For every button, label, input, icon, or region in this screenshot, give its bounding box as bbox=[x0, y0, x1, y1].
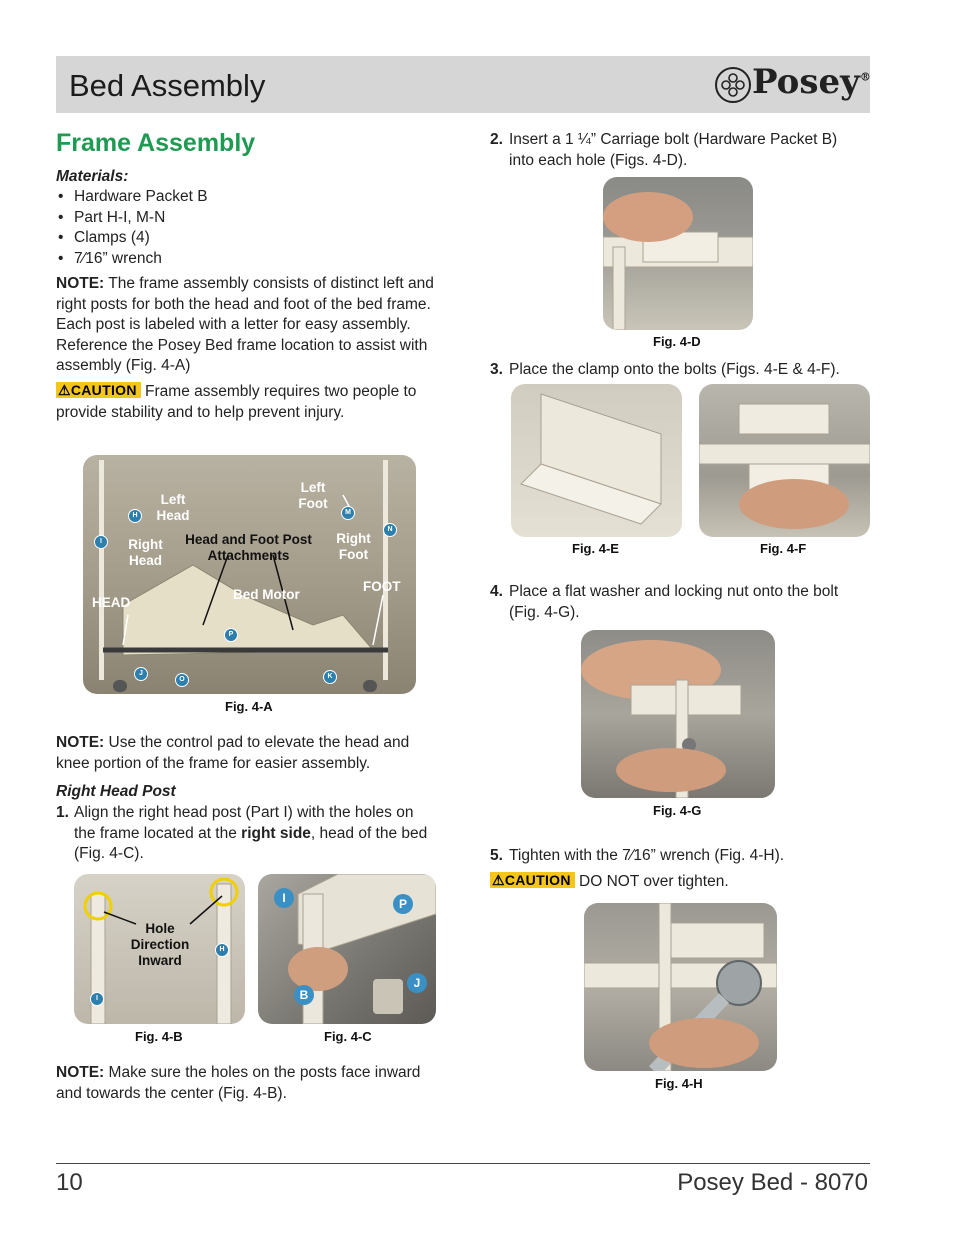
label-right-head: Right Head bbox=[128, 537, 163, 568]
list-item: 7⁄16” wrench bbox=[56, 249, 416, 270]
materials-list: Hardware Packet B Part H-I, M-N Clamps (… bbox=[56, 187, 416, 269]
product-name: Posey Bed - 8070 bbox=[677, 1169, 868, 1196]
marker-h: H bbox=[128, 509, 142, 523]
step-3: 3. Place the clamp onto the bolts (Figs.… bbox=[490, 361, 840, 378]
marker-k: K bbox=[323, 670, 337, 684]
label-bed-motor: Bed Motor bbox=[233, 587, 300, 602]
caption-fig-4d: Fig. 4-D bbox=[653, 334, 701, 349]
right-head-post-heading: Right Head Post bbox=[56, 783, 176, 800]
label-left-head: Left Head bbox=[156, 492, 190, 523]
list-item: Part H-I, M-N bbox=[56, 208, 416, 229]
label-right-foot: Right Foot bbox=[336, 531, 371, 562]
caption-fig-4a: Fig. 4-A bbox=[225, 699, 273, 714]
page-title: Bed Assembly bbox=[69, 68, 266, 103]
fig-4f-photo bbox=[699, 384, 870, 537]
marker-p: P bbox=[393, 894, 413, 914]
footer-divider bbox=[56, 1163, 870, 1164]
marker-m: M bbox=[341, 506, 355, 520]
section-title: Frame Assembly bbox=[56, 129, 256, 157]
fig-4e-photo bbox=[511, 384, 682, 537]
marker-p: P bbox=[224, 628, 238, 642]
marker-o: O bbox=[175, 673, 189, 687]
marker-i: I bbox=[90, 992, 104, 1006]
list-item: Clamps (4) bbox=[56, 228, 416, 249]
step-4: 4. Place a flat washer and locking nut o… bbox=[490, 583, 839, 621]
fig-4b-photo: Hole Direction Inward H I bbox=[74, 874, 245, 1024]
label-attachments: Head and Foot Post Attachments bbox=[185, 532, 312, 563]
fig-4h-photo bbox=[584, 903, 777, 1071]
note-frame-assembly: NOTE: The frame assembly consists of dis… bbox=[56, 275, 434, 374]
marker-j: J bbox=[407, 973, 427, 993]
page-number: 10 bbox=[56, 1169, 83, 1196]
label-left-foot: Left Foot bbox=[298, 480, 328, 511]
posey-logo-icon bbox=[715, 67, 751, 103]
step-5: 5. Tighten with the 7⁄16” wrench (Fig. 4… bbox=[490, 847, 785, 864]
label-head: HEAD bbox=[92, 595, 131, 610]
brand-logo: Posey® bbox=[752, 62, 871, 102]
fig-4c-photo: I P J B bbox=[258, 874, 436, 1024]
fig-4a-photo: Left Head Left Foot Right Head Right Foo… bbox=[83, 455, 416, 694]
fig-4g-photo bbox=[581, 630, 775, 798]
caution-over-tighten: ⚠CAUTION DO NOT over tighten. bbox=[490, 872, 729, 890]
step-1: 1. Align the right head post (Part I) wi… bbox=[56, 804, 428, 862]
step-2: 2. Insert a 1 ¼” Carriage bolt (Hardware… bbox=[490, 131, 838, 169]
header-bar bbox=[56, 56, 870, 113]
note-holes-inward: NOTE: Make sure the holes on the posts f… bbox=[56, 1064, 421, 1102]
caption-fig-4b: Fig. 4-B bbox=[135, 1029, 183, 1044]
caution-frame-assembly: ⚠CAUTION Frame assembly requires two peo… bbox=[56, 382, 417, 421]
label-hole-direction: Hole Direction Inward bbox=[130, 921, 190, 968]
caption-fig-4h: Fig. 4-H bbox=[655, 1076, 703, 1091]
label-foot: FOOT bbox=[363, 579, 401, 594]
marker-b: B bbox=[294, 985, 314, 1005]
caption-fig-4g: Fig. 4-G bbox=[653, 803, 702, 818]
caption-fig-4c: Fig. 4-C bbox=[324, 1029, 372, 1044]
marker-j: J bbox=[134, 667, 148, 681]
marker-n: N bbox=[383, 523, 397, 537]
caution-badge: ⚠CAUTION bbox=[56, 382, 141, 398]
caption-fig-4f: Fig. 4-F bbox=[760, 541, 807, 556]
fig-4d-photo bbox=[603, 177, 753, 330]
marker-i: I bbox=[274, 888, 294, 908]
list-item: Hardware Packet B bbox=[56, 187, 416, 208]
caption-fig-4e: Fig. 4-E bbox=[572, 541, 619, 556]
marker-h: H bbox=[215, 943, 229, 957]
materials-heading: Materials: bbox=[56, 168, 129, 185]
note-control-pad: NOTE: Use the control pad to elevate the… bbox=[56, 734, 410, 772]
caution-badge: ⚠CAUTION bbox=[490, 872, 575, 888]
marker-i: I bbox=[94, 535, 108, 549]
